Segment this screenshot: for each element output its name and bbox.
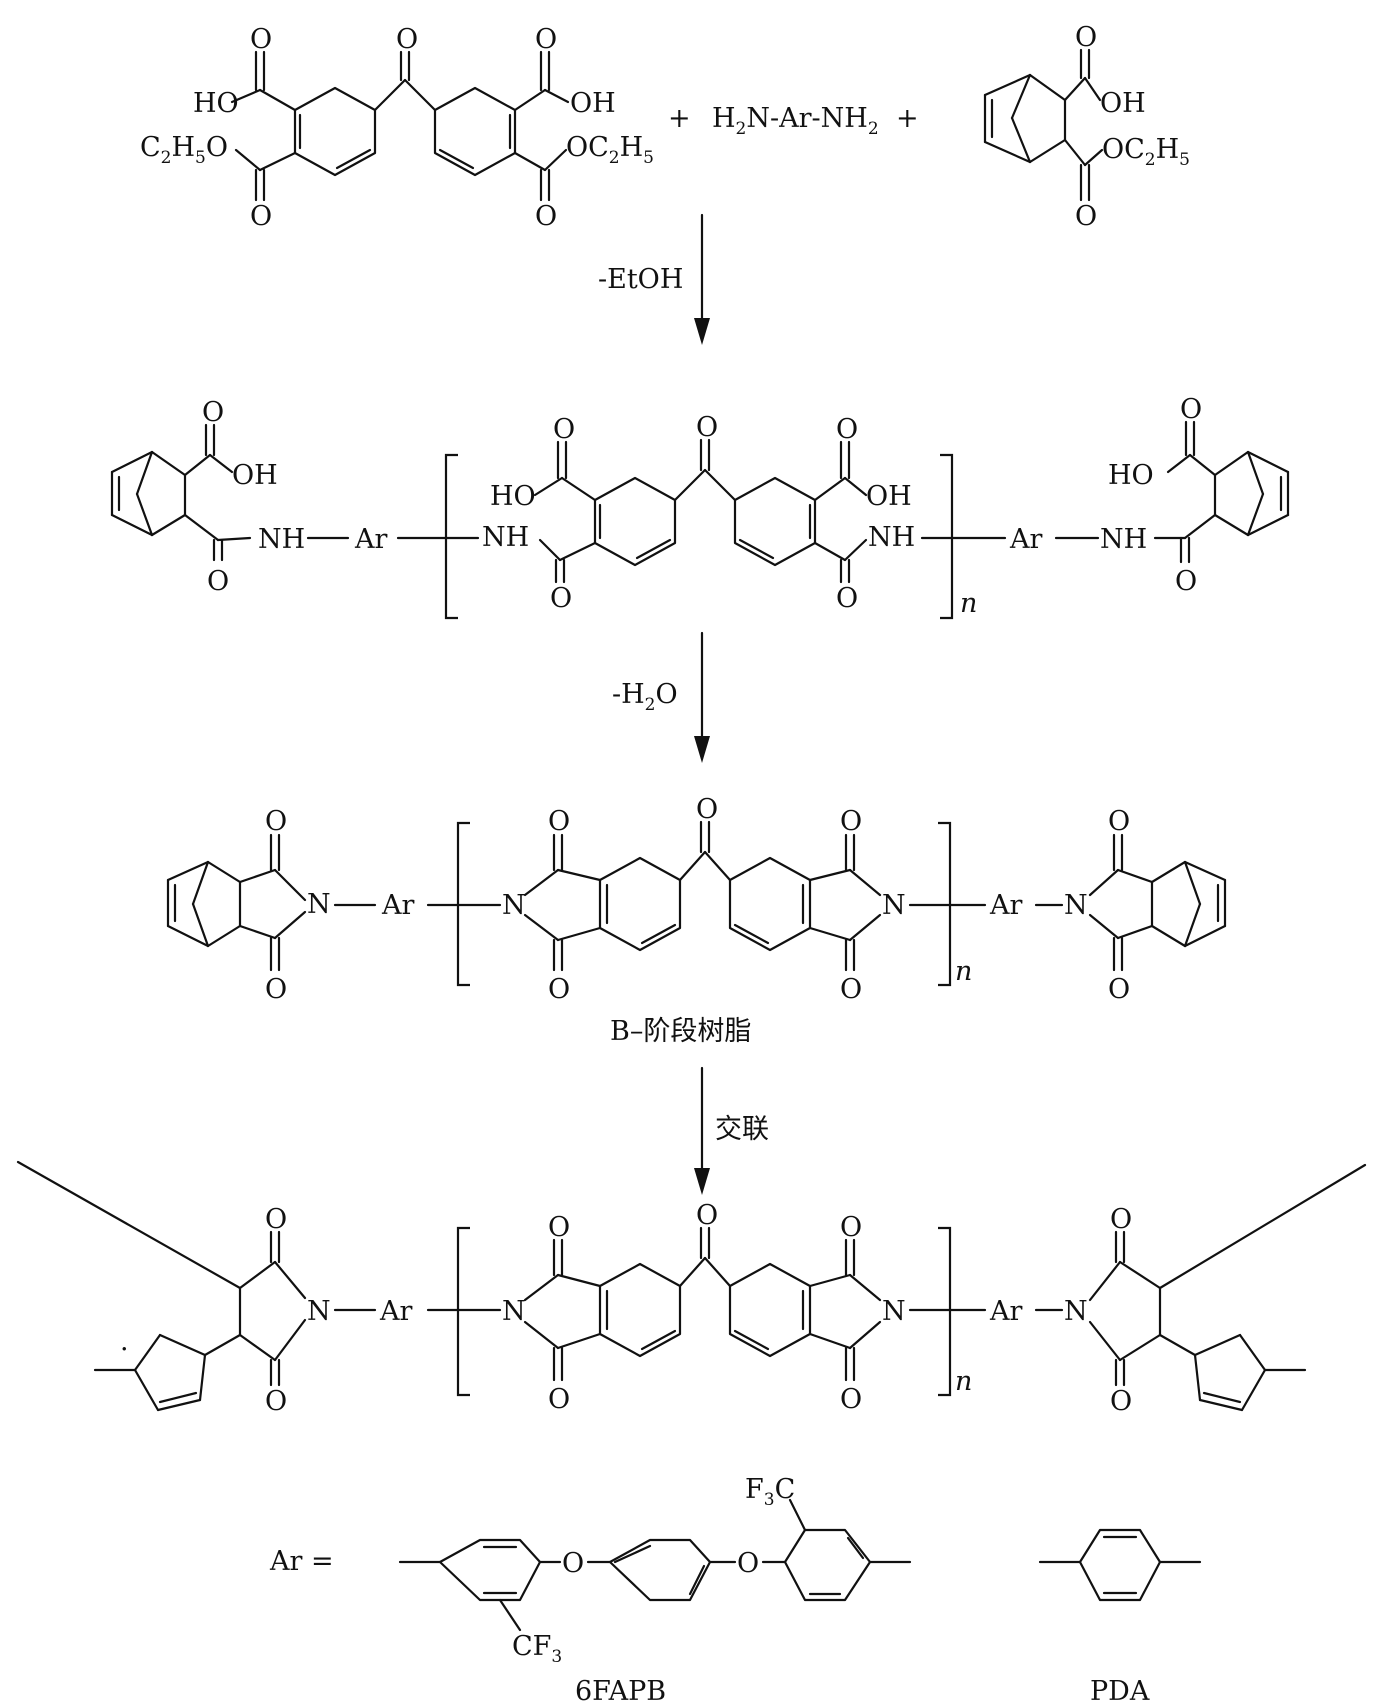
plus-sign-1: + xyxy=(668,103,691,134)
ar-equals: Ar = xyxy=(269,1546,334,1577)
btda-left-ring xyxy=(293,86,377,177)
svg-text:O: O xyxy=(207,566,229,597)
arrow-1: -EtOH xyxy=(598,213,710,345)
svg-text:NH: NH xyxy=(258,524,305,555)
svg-text:O: O xyxy=(840,1384,862,1415)
left-ester-ethoxy: C2H5O xyxy=(140,132,228,168)
svg-text:O: O xyxy=(696,794,718,825)
svg-text:Ar: Ar xyxy=(379,1296,412,1327)
svg-text:O: O xyxy=(840,1212,862,1243)
arrow-3: 交联 xyxy=(694,1066,769,1195)
svg-text:O: O xyxy=(548,806,570,837)
stage4-crosslinked: O O N Ar · n N O O O xyxy=(16,1160,1367,1417)
svg-text:O: O xyxy=(840,806,862,837)
svg-text:NH: NH xyxy=(868,522,915,553)
svg-text:Ar: Ar xyxy=(989,1296,1022,1327)
stage2-polyamic-acid: O OH O NH Ar n O O HO xyxy=(110,394,1290,620)
svg-text:OH: OH xyxy=(866,481,912,512)
label-6fapb: 6FAPB xyxy=(575,1676,666,1704)
svg-text:N: N xyxy=(1064,890,1088,921)
svg-text:NH: NH xyxy=(1100,524,1147,555)
svg-text:交联: 交联 xyxy=(715,1114,769,1145)
svg-text:N: N xyxy=(502,890,526,921)
arrow-2: -H2O xyxy=(612,631,710,763)
b-stage-caption: B–阶段树脂 xyxy=(610,1016,751,1047)
svg-text:NH: NH xyxy=(482,522,529,553)
svg-text:O: O xyxy=(1175,566,1197,597)
svg-text:N: N xyxy=(502,1296,526,1327)
svg-text:O: O xyxy=(840,974,862,1005)
ar-legend: Ar = O O F3C CF3 6FAPB xyxy=(269,1474,1202,1704)
svg-text:N: N xyxy=(307,1296,331,1327)
svg-text:O: O xyxy=(548,1212,570,1243)
repeat-bracket-right xyxy=(940,453,954,620)
right-ester-ethoxy: OC2H5 xyxy=(566,132,654,168)
diamine: H2N-Ar-NH2 xyxy=(712,103,879,139)
nadic-monoester: O OH O OC2H5 xyxy=(983,22,1190,232)
svg-text:N: N xyxy=(307,889,331,920)
svg-text:O: O xyxy=(1108,974,1130,1005)
svg-text:Ar: Ar xyxy=(354,524,387,555)
svg-text:O: O xyxy=(548,974,570,1005)
svg-text:O: O xyxy=(1108,806,1130,837)
svg-text:OH: OH xyxy=(1100,88,1146,119)
left-acid-ho: HO xyxy=(193,88,239,119)
svg-text:OC2H5: OC2H5 xyxy=(1102,134,1190,170)
svg-text:O: O xyxy=(535,24,557,55)
svg-text:HO: HO xyxy=(490,481,536,512)
svg-text:O: O xyxy=(250,24,272,55)
label-pda: PDA xyxy=(1090,1676,1150,1704)
svg-text:O: O xyxy=(737,1548,759,1579)
repeat-bracket-left xyxy=(456,1226,470,1397)
svg-text:CF3: CF3 xyxy=(512,1631,562,1667)
svg-text:O: O xyxy=(265,1204,287,1235)
svg-text:Ar: Ar xyxy=(989,890,1022,921)
ar-6fapb-structure: O O F3C CF3 xyxy=(398,1474,912,1667)
svg-text:O: O xyxy=(265,1386,287,1417)
repeat-bracket-right xyxy=(938,1226,952,1397)
svg-text:O: O xyxy=(553,414,575,445)
repeat-bracket-left xyxy=(444,453,458,620)
repeat-bracket-left xyxy=(456,821,470,987)
svg-text:n: n xyxy=(955,1366,972,1397)
ar-pda-structure xyxy=(1038,1528,1202,1602)
svg-text:O: O xyxy=(836,583,858,614)
ketone-o: O xyxy=(396,24,418,55)
svg-text:n: n xyxy=(955,956,972,987)
svg-text:-H2O: -H2O xyxy=(612,679,678,715)
svg-text:O: O xyxy=(1180,394,1202,425)
svg-text:-EtOH: -EtOH xyxy=(598,264,683,295)
svg-text:Ar: Ar xyxy=(381,890,414,921)
svg-text:O: O xyxy=(535,201,557,232)
stage3-b-stage-resin: O O N Ar n N O O O O O xyxy=(166,794,1227,1047)
right-acid-oh: OH xyxy=(570,88,616,119)
btda-right-ring xyxy=(433,86,517,177)
svg-text:O: O xyxy=(265,806,287,837)
svg-text:N: N xyxy=(882,890,906,921)
svg-text:O: O xyxy=(250,201,272,232)
svg-text:n: n xyxy=(960,588,977,619)
svg-text:O: O xyxy=(1110,1204,1132,1235)
plus-sign-2: + xyxy=(896,103,919,134)
svg-text:Ar: Ar xyxy=(1009,524,1042,555)
svg-text:O: O xyxy=(562,1548,584,1579)
svg-text:OH: OH xyxy=(232,460,278,491)
svg-text:O: O xyxy=(1075,201,1097,232)
svg-text:O: O xyxy=(548,1384,570,1415)
stage1-reactants: O O HO O C2H5O O OH O OC2H5 + H2N-Ar-NH2… xyxy=(140,22,1190,232)
svg-text:N: N xyxy=(1064,1296,1088,1327)
svg-text:F3C: F3C xyxy=(745,1474,795,1510)
radical-dot: · xyxy=(120,1334,129,1365)
svg-text:O: O xyxy=(836,414,858,445)
svg-text:O: O xyxy=(1110,1386,1132,1417)
svg-text:O: O xyxy=(202,397,224,428)
svg-text:O: O xyxy=(265,974,287,1005)
svg-text:O: O xyxy=(550,583,572,614)
svg-text:N: N xyxy=(882,1296,906,1327)
svg-text:O: O xyxy=(696,1200,718,1231)
svg-text:HO: HO xyxy=(1108,460,1154,491)
svg-text:O: O xyxy=(1075,22,1097,53)
svg-text:O: O xyxy=(696,412,718,443)
